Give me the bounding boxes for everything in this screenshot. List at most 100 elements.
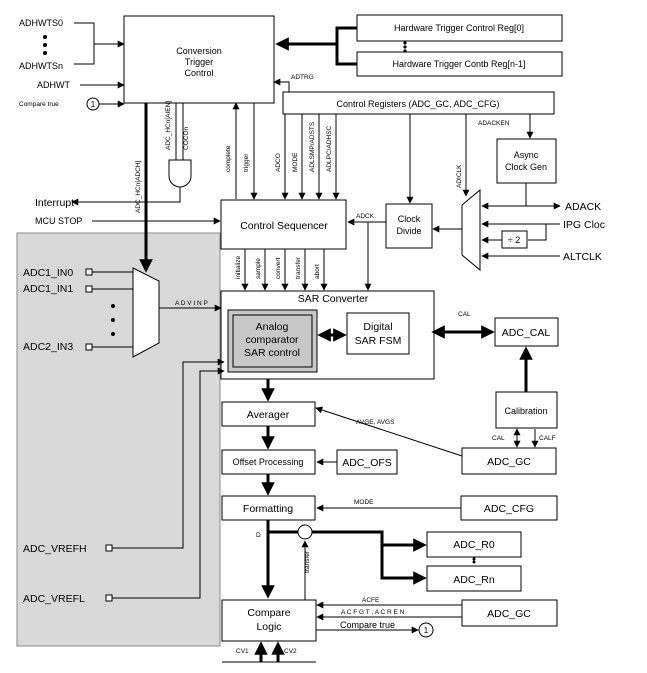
adc-cal-block (494, 317, 559, 347)
adhwtsn-label: ADHWTSn (19, 61, 63, 71)
dot (111, 318, 115, 322)
digital-fsm-block (346, 312, 410, 355)
adc-gc-label-2: ADC_GC (487, 608, 531, 620)
acfgt-acren-label: A C F G T , A C R E N (341, 609, 405, 616)
adc-cal-label: ADC_CAL (502, 327, 551, 339)
trigger-control-label-1: Conversion (176, 46, 222, 56)
transfer-label-seq: transfer (295, 256, 302, 279)
control-registers-label: Control Registers (ADC_GC, ADC_CFG) (336, 99, 499, 109)
adc1-in0-label: ADC1_IN0 (23, 267, 73, 279)
digital-fsm-label-2: SAR FSM (355, 335, 402, 347)
trigger-control-label-3: Control (184, 68, 213, 78)
vrefh-wire (112, 358, 225, 549)
adc-hcn-aien-label: ADC_HCn[AIEN] (165, 101, 172, 150)
calibration-block (495, 391, 558, 429)
dot (472, 557, 476, 561)
adc-ofs-block (336, 449, 398, 475)
calibration-label: Calibration (504, 406, 547, 416)
hw-trigger-reg-0 (356, 14, 563, 42)
averager-label: Averager (247, 409, 290, 421)
adck-label: ADCK (356, 213, 375, 220)
ipg-clock-label: IPG Cloc (563, 219, 605, 231)
convert-label: convert (275, 257, 282, 279)
clock-divide-block (385, 203, 433, 249)
compare-logic-label-1: Compare (247, 607, 290, 619)
async-to-mux (481, 183, 527, 210)
formatting-label: Formatting (243, 503, 293, 515)
interrupt-label: Interrupt (35, 197, 74, 209)
vrefl-wire (112, 367, 225, 599)
compare-true-out-label: Compare true (340, 620, 395, 630)
interrupt-arrow (71, 187, 181, 206)
clock-divide-label-1: Clock (398, 214, 421, 224)
avge-arrow (315, 406, 463, 457)
adc-rn-label: ADC_Rn (453, 574, 495, 586)
analog-input-mux (132, 267, 160, 358)
dot (43, 51, 47, 55)
hw-trigger-reg-n (356, 51, 563, 77)
clock-mux (461, 188, 481, 272)
async-clock-block (496, 138, 557, 184)
transfer-label: transfer (304, 550, 311, 573)
mode-cfg-label: MODE (354, 499, 374, 506)
dot (403, 45, 407, 49)
adc-ofs-label: ADC_OFS (342, 457, 392, 469)
abort-label: abort (314, 264, 321, 279)
trigger-control-block (123, 15, 275, 104)
advinp-label: A D V I N P (175, 300, 208, 307)
and-gate (168, 159, 192, 188)
dot (403, 41, 407, 45)
cv1-label: CV1 (236, 648, 249, 655)
cocon-label: COCOn (183, 127, 190, 151)
sar-converter-label: SAR Converter (298, 293, 369, 305)
adc1-in1-label: ADC1_IN1 (23, 283, 73, 295)
adc-gc-block-1 (461, 447, 557, 475)
compare-logic-label-2: Logic (256, 621, 281, 633)
adacken-label: ADACKEN (478, 120, 510, 127)
cal-label: CAL (492, 435, 505, 442)
adtrg-arrow (273, 78, 290, 92)
vrefh-label: ADC_VREFH (23, 543, 87, 555)
adc-rn-block (426, 565, 522, 592)
adc-r0-label: ADC_R0 (453, 539, 495, 551)
circle-ref-1-text: 1 (91, 100, 96, 109)
circle-ref-1-out (418, 622, 434, 638)
dot (403, 49, 407, 53)
offset-processing-label: Offset Processing (233, 457, 304, 467)
adc-gc-block-2 (461, 599, 558, 627)
acfe-label: ACFE (362, 597, 380, 604)
analog-region (16, 232, 221, 647)
adc2-in3-label: ADC2_IN3 (23, 341, 73, 353)
compare-logic-block (221, 599, 317, 642)
hw-trigger-reg-n-label: Hardware Trigger Contb Reg[n-1] (392, 59, 525, 69)
adlpc-adhsc-label: ADLPC/ADHSC (326, 125, 333, 172)
digital-fsm-label-1: Digital (363, 321, 392, 333)
adc-gc-label-1: ADC_GC (487, 456, 531, 468)
adco-label: ADCO (275, 153, 282, 172)
dot (472, 560, 476, 564)
pin-adc1-in0 (85, 268, 93, 276)
adlsmp-adsts-label: ADLSMP/ADSTS (309, 121, 316, 172)
mcu-stop-label: MCU STOP (35, 216, 82, 226)
clock-divide-label-2: Divide (396, 226, 421, 236)
ipg-to-div2 (528, 224, 547, 241)
pin-vrefl (105, 594, 113, 602)
sample-label: sample (255, 258, 262, 279)
adhwts0-label: ADHWTS0 (19, 18, 63, 28)
transfer-node (297, 524, 313, 540)
to-adc-r0 (312, 530, 427, 552)
dot (111, 332, 115, 336)
analog-comparator-inner (232, 314, 313, 368)
pin-adc2-in3 (85, 343, 93, 351)
d-label: D (256, 532, 261, 539)
async-clock-label-2: Clock Gen (505, 162, 547, 172)
cal-top-label: CAL (458, 311, 471, 318)
mode-label: MODE (292, 152, 299, 172)
altclk-label: ALTCLK (563, 251, 602, 263)
analog-comparator-label-2: comparator (245, 334, 299, 346)
initialize-label: initialize (235, 255, 242, 279)
cv2-label: CV2 (284, 648, 297, 655)
averager-block (221, 401, 316, 427)
analog-comparator-label-1: Analog (256, 321, 289, 333)
